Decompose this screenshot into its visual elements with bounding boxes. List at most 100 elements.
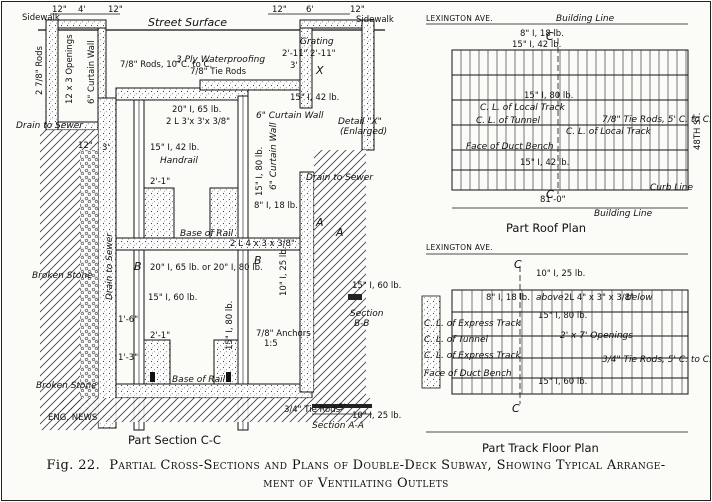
roof-beam-15-42-bottom: 15" I, 42 lb. — [520, 158, 569, 168]
section-bb2-label: B-B — [354, 319, 369, 329]
handrail-label: Handrail — [160, 156, 198, 166]
left-vault-roof — [57, 19, 107, 29]
ang-2l-label: 2 L 3'x 3'x 3/8" — [166, 117, 230, 127]
section-title: Part Section C-C — [128, 433, 221, 447]
eng-news-label: ENG. NEWS — [48, 413, 97, 423]
roof-beam-15-42-top: 15" I, 42 lb. — [512, 40, 561, 50]
part-roof-plan: LEXINGTON AVE. Building Line C C 8" I, 1… — [426, 14, 712, 235]
floor-cl-express-2: C. L. of Express Track — [424, 351, 521, 361]
floor-ang: 2L 4" x 3" x 3/8" — [564, 293, 634, 303]
ang-20-65-label: 20" I, 65 lb. — [172, 105, 221, 115]
dim-12-left: 12" — [52, 5, 67, 15]
part-track-floor-plan: LEXINGTON AVE. C C 10" I, 25 lb. 8" I, 1… — [421, 243, 712, 455]
beam-10-25b-label: 10" I, 25 lb. — [352, 411, 401, 421]
x-mark: X — [315, 64, 324, 77]
enlarged-label: (Enlarged) — [340, 127, 387, 137]
section-bb-detail — [348, 294, 362, 300]
dim-4: 4' — [78, 5, 86, 15]
roof-c-bottom: C — [546, 188, 554, 201]
roof-dim-81: 81'-0" — [540, 195, 566, 205]
dim-12-mid: 12" — [108, 5, 123, 15]
section-bb-beam-label: 15" I, 60 lb. — [352, 281, 401, 291]
roof-slab-left — [115, 87, 249, 101]
figure-caption: Fig. 22. Partial Cross-Sections and Plan… — [0, 457, 712, 493]
floor-c-bottom: C — [512, 402, 520, 415]
dim-3: 3' — [290, 61, 298, 71]
dim-6: 6' — [306, 5, 314, 15]
right-earth-fill — [314, 150, 366, 400]
dim-3b: 3' — [102, 143, 110, 153]
upper-platform-left — [143, 187, 175, 239]
drain-sewer-b-label: Drain to Sewer — [306, 173, 374, 183]
floor-left-wall — [421, 295, 441, 389]
left-broken-stone — [80, 150, 98, 420]
tie-rods-label: 7/8" Tie Rods — [190, 67, 247, 77]
floor-openings: 2' x 7' Openings — [560, 331, 633, 341]
beam-8-18-label: 8" I, 18 lb. — [254, 201, 298, 211]
floor-beam-15-60: 15" I, 60 lb. — [538, 377, 587, 387]
section-aa-label: Section A-A — [312, 421, 364, 431]
roof-c-top: C — [546, 30, 554, 43]
roof-curb-line: Curb Line — [650, 183, 693, 193]
roof-building-line-bottom: Building Line — [594, 209, 653, 219]
rail-left — [150, 372, 155, 382]
roof-plan-title: Part Roof Plan — [506, 221, 586, 235]
dim-2-1b: 2'-1" — [150, 331, 170, 341]
mark-b2: B — [254, 254, 262, 267]
sidewalk-left-label: Sidewalk — [22, 13, 60, 23]
mark-a1: A — [315, 216, 324, 229]
street-surface-label: Street Surface — [148, 16, 227, 29]
right-main-wall — [299, 171, 315, 393]
floor-beam-8-18: 8" I, 18 lb. — [486, 293, 530, 303]
right-vault-outer-wall — [361, 19, 375, 151]
caption-line-1: Fig. 22. Partial Cross-Sections and Plan… — [0, 457, 712, 475]
floor-tie-rods: 3/4" Tie Rods, 5' C. to C. — [602, 355, 712, 365]
broken-stone-b-label: Broken Stone — [36, 381, 97, 391]
floor-above: above — [536, 293, 564, 303]
section-bb-label: Section — [350, 309, 384, 319]
floor-plan-outline — [451, 289, 689, 395]
roof-tie-rods: 7/8" Tie Rods, 5' C. to C. — [602, 115, 712, 125]
ang-2l-b-label: 2 L 4 x 3 x 3/8" — [230, 239, 295, 249]
rods-left-label: 2 7/8" Rods — [35, 45, 45, 95]
anchors-label: 7/8" Anchors — [256, 329, 311, 339]
base-rail-a-label: Base of Rail — [180, 229, 234, 239]
sidewalk-right-label: Sidewalk — [356, 15, 394, 25]
section-aa-detail — [312, 404, 372, 408]
rail-right — [226, 372, 231, 382]
dim-12b: 12" — [78, 141, 93, 151]
beam-15-60-label: 15" I, 60 lb. — [148, 293, 197, 303]
roof-slab-right — [199, 79, 301, 91]
dim-12-right: 12" — [272, 5, 287, 15]
beam-15-42b-label: 15" I, 42 lb. — [150, 143, 199, 153]
caption-fig-label: Fig. 22. — [46, 458, 101, 473]
floor-beam-15-80: 15" I, 80 lb. — [538, 311, 587, 321]
floor-below: below — [626, 293, 653, 303]
curtain-wall-c-label: 6" Curtain Wall — [269, 122, 279, 190]
grating-label: Grating — [300, 37, 334, 47]
roof-beam-15-80: 15" I, 80 lb. — [524, 91, 573, 101]
mark-a2: A — [335, 226, 344, 239]
openings-label: 12 x 3 Openings — [65, 34, 75, 104]
roof-cl-local-1: C. L. of Local Track — [480, 103, 566, 113]
dim-1-3: 1'-3" — [118, 353, 138, 363]
dim-2-11-b: 2'-11" — [310, 49, 336, 59]
roof-beam-8-18: 8" I, 18 lb. — [520, 29, 564, 39]
caption-text-1: Partial Cross-Sections and Plans of Doub… — [109, 458, 666, 473]
roof-cl-tunnel: C. L. of Tunnel — [476, 116, 541, 126]
floor-transverse-beams — [461, 290, 683, 394]
drain-sewer-c-label: Drain to Sewer — [105, 232, 115, 300]
dim-1-6: 1'-6" — [118, 315, 138, 325]
floor-c-top: C — [514, 258, 522, 271]
tie-rods-b-label: 3/4" Tie Rods — [284, 405, 341, 415]
floor-street-label: LEXINGTON AVE. — [426, 243, 493, 252]
floor-beam-10-25: 10" I, 25 lb. — [536, 269, 585, 279]
beam-15-42a-label: 15" I, 42 lb. — [290, 93, 339, 103]
caption-line-2: ment of Ventilating Outlets — [263, 476, 449, 491]
bottom-earth — [60, 398, 370, 422]
upper-platform-right — [209, 187, 239, 239]
floor-duct-bench: Face of Duct Bench — [424, 369, 512, 379]
roof-street-label: LEXINGTON AVE. — [426, 14, 493, 23]
anchors-ratio: 1:5 — [264, 339, 278, 349]
